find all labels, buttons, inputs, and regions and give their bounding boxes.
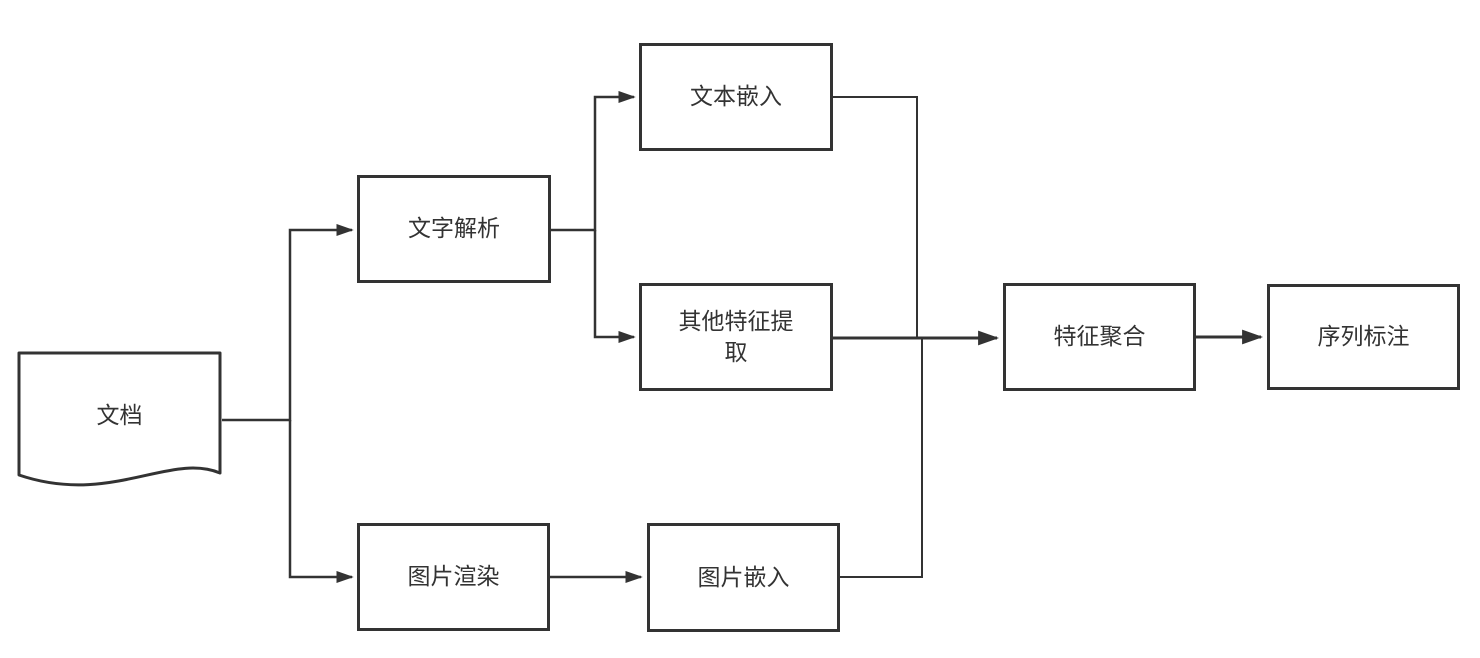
edge-text-parsing-to-text-embedding	[550, 90, 636, 232]
node-image-embedding-label: 图片嵌入	[697, 563, 790, 590]
node-other-feature-extraction: 其他特征提取	[639, 283, 833, 391]
node-image-embedding: 图片嵌入	[647, 523, 840, 632]
edge-document-to-text-parsing	[222, 223, 354, 422]
node-sequence-labeling-label: 序列标注	[1317, 323, 1410, 350]
node-image-rendering: 图片渲染	[357, 523, 550, 631]
node-image-rendering-label: 图片渲染	[407, 563, 500, 590]
document-shape	[17, 351, 222, 487]
node-text-embedding-label: 文本嵌入	[690, 83, 782, 110]
node-document: 文档	[19, 352, 220, 474]
edge-image-embedding-merge	[840, 339, 923, 578]
node-document-label: 文档	[96, 402, 143, 428]
node-text-embedding: 文本嵌入	[639, 43, 833, 151]
node-sequence-labeling: 序列标注	[1267, 284, 1460, 390]
node-other-feature-extraction-label: 其他特征提取	[678, 307, 794, 365]
node-text-parsing-label: 文字解析	[408, 215, 500, 242]
edge-text-parsing-to-other-feature	[593, 230, 636, 344]
node-feature-aggregation-label: 特征聚合	[1053, 323, 1146, 350]
edge-text-embedding-merge	[832, 96, 918, 338]
edge-document-to-image-rendering	[288, 420, 354, 584]
node-feature-aggregation: 特征聚合	[1003, 283, 1196, 391]
node-text-parsing: 文字解析	[357, 175, 551, 283]
